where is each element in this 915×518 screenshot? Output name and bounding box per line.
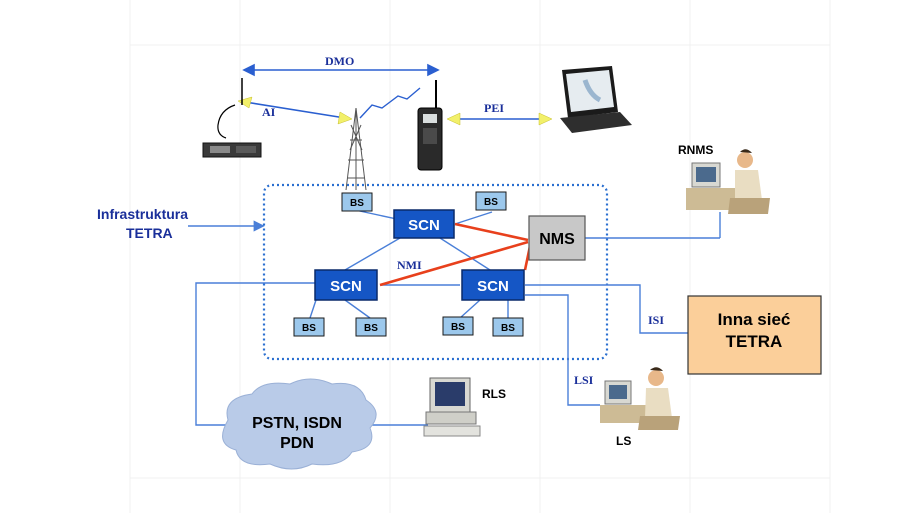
- dmo-arrow: [242, 63, 440, 77]
- label-ls: LS: [616, 434, 631, 448]
- bs-label: BS: [451, 322, 465, 333]
- other-network-line1: Inna sieć: [718, 310, 791, 329]
- other-network-line2: TETRA: [726, 332, 783, 351]
- label-isi: ISI: [648, 313, 664, 327]
- label-pei: PEI: [484, 101, 504, 115]
- scn-node-right: SCN: [461, 269, 525, 301]
- bs-node-top-right: BS: [475, 191, 507, 211]
- label-infrastructure-line2: TETRA: [126, 225, 173, 241]
- pstn-cloud: PSTN, ISDN PDN: [222, 378, 377, 470]
- bs-label: BS: [302, 323, 316, 334]
- bs-label: BS: [364, 323, 378, 334]
- pstn-label-line1: PSTN, ISDN: [252, 415, 342, 432]
- label-lsi: LSI: [574, 373, 594, 387]
- bs-label: BS: [350, 198, 364, 209]
- bs-node-bottom-2: BS: [355, 317, 387, 337]
- bs-label: BS: [484, 197, 498, 208]
- ai-arrow: [237, 96, 353, 125]
- radio-link-zigzag: [359, 87, 421, 119]
- scn-node-top: SCN: [393, 209, 455, 239]
- scn-label: SCN: [408, 217, 440, 234]
- pei-arrow: [446, 112, 553, 126]
- label-ai: AI: [262, 105, 276, 119]
- blue-links: [188, 209, 721, 426]
- label-nmi: NMI: [397, 258, 422, 272]
- nms-node: NMS: [528, 215, 586, 261]
- label-infrastructure-line1: Infrastruktura: [97, 206, 188, 222]
- handheld-radio-icon: [417, 80, 443, 171]
- scn-label: SCN: [477, 278, 509, 295]
- label-rnms: RNMS: [678, 143, 713, 157]
- other-tetra-network-node: Inna sieć TETRA: [687, 295, 822, 375]
- rnms-operator-icon: [686, 149, 770, 214]
- scn-label: SCN: [330, 278, 362, 295]
- label-dmo: DMO: [325, 54, 354, 68]
- bs-node-top-left: BS: [341, 192, 373, 212]
- bs-label: BS: [501, 323, 515, 334]
- bs-node-bottom-3: BS: [442, 316, 474, 336]
- bs-node-bottom-1: BS: [293, 317, 325, 337]
- mobile-radio-icon: [202, 78, 262, 158]
- label-rls: RLS: [482, 387, 506, 401]
- rls-computer-icon: [423, 377, 481, 437]
- bs-node-bottom-4: BS: [492, 317, 524, 337]
- nms-label: NMS: [539, 231, 575, 248]
- pstn-label-line2: PDN: [280, 435, 314, 452]
- laptop-icon: [560, 66, 632, 133]
- base-station-tower-icon: [345, 107, 367, 191]
- scn-node-left: SCN: [314, 269, 378, 301]
- ls-operator-icon: [600, 367, 680, 430]
